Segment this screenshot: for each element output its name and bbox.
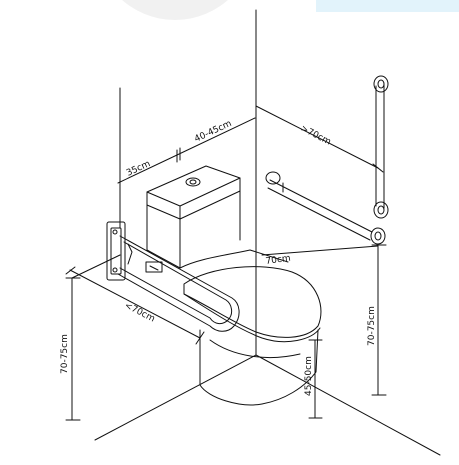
label-bowl-length: 70cm	[265, 254, 291, 267]
cistern	[146, 165, 241, 269]
top-background-band	[316, 0, 459, 12]
label-tank-depth: 35cm	[125, 159, 152, 179]
label-seat-height: 45-50cm	[304, 356, 314, 396]
label-tank-to-wall: 40-45cm	[193, 119, 233, 145]
dimension-labels: 35cm 40-45cm >70cm 70cm <70cm 70-75cm 70…	[60, 119, 377, 396]
label-wall-bar-length: >70cm	[299, 124, 333, 148]
toilet-bowl	[179, 249, 322, 406]
folding-grab-rail	[106, 221, 240, 332]
label-rail-length: <70cm	[123, 301, 157, 325]
label-height-right: 70-75cm	[367, 306, 377, 346]
room-walls	[94, 9, 441, 456]
wall-grab-bar	[265, 75, 389, 245]
dimension-lines	[65, 99, 387, 421]
label-height-left: 70-75cm	[60, 334, 70, 374]
